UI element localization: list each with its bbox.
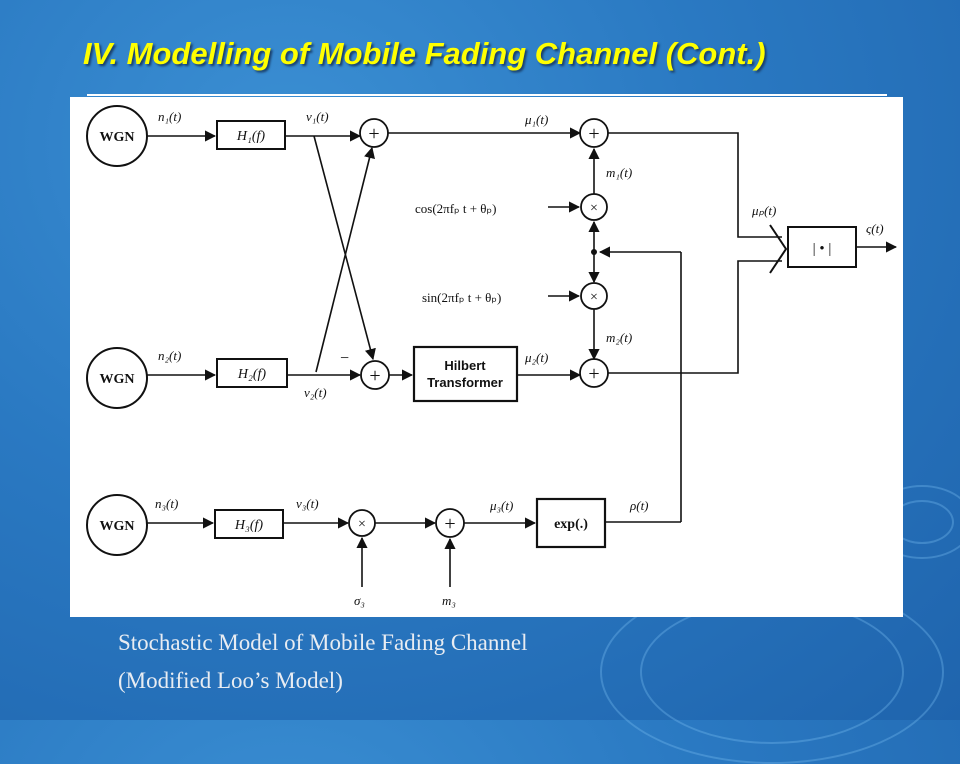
adder-sign-4: + — [588, 363, 599, 385]
exp-label: exp(.) — [554, 517, 588, 532]
filtered-label-1: ν₁(t) — [306, 109, 329, 124]
filtered-label-2: ν₂(t) — [304, 385, 327, 400]
mu2-label: μ₂(t) — [524, 350, 548, 365]
slide-title: IV. Modelling of Mobile Fading Channel (… — [83, 36, 766, 71]
filter-block-2 — [216, 358, 288, 388]
magnitude-label: | • | — [813, 241, 832, 257]
mu-p-label: μₚ(t) — [751, 203, 776, 218]
wgn-source-3 — [86, 494, 148, 556]
m1-label: m₁(t) — [606, 165, 632, 180]
noise-label-3: n₃(t) — [155, 496, 178, 511]
hilbert-label-line2: Transformer — [427, 375, 503, 390]
sigma3-label: σ₃ — [354, 593, 365, 608]
m2-label: m₂(t) — [606, 330, 632, 345]
noise-label-2: n₂(t) — [158, 348, 181, 363]
filtered-label-3: ν₃(t) — [296, 496, 319, 511]
caption-line-1: Stochastic Model of Mobile Fading Channe… — [118, 630, 528, 655]
rho-label: ρ(t) — [629, 498, 649, 513]
title-underline — [87, 94, 887, 96]
m3-label: m₃ — [442, 593, 456, 608]
adder-sign-1: + — [368, 123, 379, 145]
filter-block-1 — [216, 120, 286, 150]
wgn-label-2: WGN — [100, 372, 135, 387]
adder-sign-2: + — [369, 365, 380, 387]
filter-label-3: H₃(f) — [234, 518, 264, 533]
mu3-label: μ₃(t) — [489, 498, 513, 513]
wire — [608, 260, 782, 374]
cross-wire-1 — [313, 135, 376, 361]
wire — [608, 132, 782, 238]
mu1-label: μ₁(t) — [524, 112, 548, 127]
hilbert-transformer-block — [412, 345, 519, 403]
exp-block — [535, 497, 607, 549]
caption-line-2: (Modified Loo’s Model) — [118, 668, 343, 693]
multiplier-sign-2: × — [590, 290, 598, 305]
cross-wire-2 — [315, 146, 375, 373]
multiplier-sign-1: × — [590, 201, 598, 216]
minus-sign: − — [340, 350, 349, 367]
filter-label-2: H₂(f) — [237, 367, 267, 382]
summing-arrow — [769, 224, 788, 274]
filter-block-3 — [214, 509, 284, 539]
block-diagram-panel: WGN n₁(t) H₁(f) ν₁(t) + μ₁(t) + × m₁(t) … — [70, 97, 903, 617]
wgn-label-3: WGN — [100, 519, 135, 534]
multiplier-sign-3: × — [358, 517, 366, 532]
hilbert-label-line1: Hilbert — [444, 358, 486, 373]
noise-label-1: n₁(t) — [158, 109, 181, 124]
block-diagram: WGN n₁(t) H₁(f) ν₁(t) + μ₁(t) + × m₁(t) … — [86, 105, 898, 608]
adder-sign-3: + — [588, 123, 599, 145]
adder-sign-5: + — [444, 513, 455, 535]
sin-label: sin(2πfₚ t + θₚ) — [422, 290, 501, 305]
junction-dot — [591, 249, 597, 255]
cos-label: cos(2πfₚ t + θₚ) — [415, 201, 496, 216]
wgn-label-1: WGN — [100, 130, 135, 145]
wgn-source-2 — [86, 347, 148, 409]
filter-label-1: H₁(f) — [236, 129, 266, 144]
output-label: ς(t) — [866, 221, 884, 236]
